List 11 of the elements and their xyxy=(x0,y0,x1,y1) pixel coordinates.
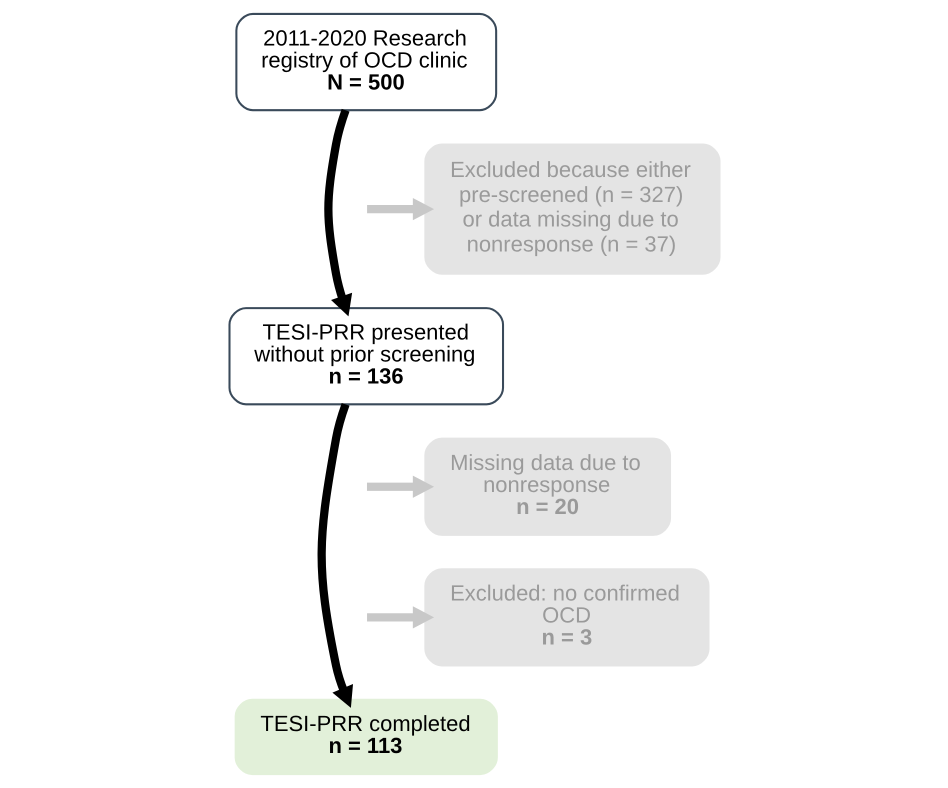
node-box: 2011-2020 Research registry of OCD clinic N = 500 xyxy=(234,12,497,112)
arrow xyxy=(366,476,434,498)
node-box: Excluded: no confirmed OCD n = 3 xyxy=(424,568,710,666)
node-box: TESI-PRR presented without prior screening n = 136 xyxy=(228,307,504,406)
arrow xyxy=(366,606,434,628)
arrow xyxy=(317,403,353,708)
arrow xyxy=(366,198,434,220)
node-box: Missing data due to nonresponse n = 20 xyxy=(424,438,671,536)
node-box: TESI-PRR completed n = 113 xyxy=(234,698,498,776)
node-box: Excluded because either pre-screened (n = 327) or data missing due to nonresponse (n = 37) xyxy=(424,144,720,275)
arrow xyxy=(324,108,352,316)
